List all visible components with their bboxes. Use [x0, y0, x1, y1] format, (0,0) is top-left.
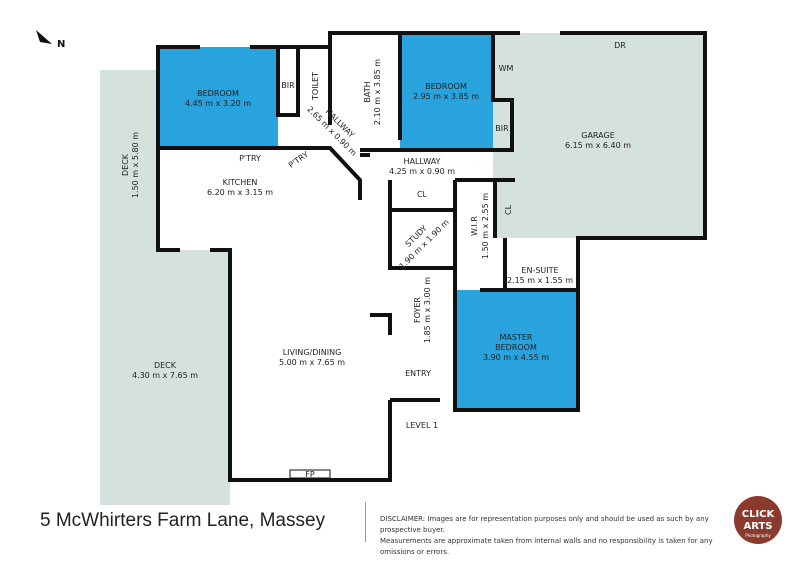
master-area — [455, 290, 578, 410]
deck-area — [100, 250, 230, 505]
svg-text:LIVING/DINING: LIVING/DINING — [283, 348, 342, 357]
svg-text:DR: DR — [614, 41, 626, 50]
svg-text:Photography: Photography — [745, 533, 771, 538]
svg-text:BIR: BIR — [495, 124, 509, 133]
svg-text:2.10 m x 3.85 m: 2.10 m x 3.85 m — [373, 59, 382, 125]
svg-text:CL: CL — [417, 190, 428, 199]
divider — [365, 502, 366, 542]
svg-text:MASTER: MASTER — [500, 333, 533, 342]
click-arts-logo: CLICK ARTS Photography — [734, 496, 782, 544]
compass-north-icon: N — [36, 30, 65, 50]
svg-text:LEVEL 1: LEVEL 1 — [406, 421, 438, 430]
svg-text:ENTRY: ENTRY — [405, 369, 431, 378]
svg-text:1.50 m x 5.80 m: 1.50 m x 5.80 m — [131, 132, 140, 198]
svg-text:DECK: DECK — [154, 361, 177, 370]
svg-text:GARAGE: GARAGE — [581, 131, 615, 140]
fireplace — [289, 469, 331, 479]
disclaimer-line-1: DISCLAIMER: Images are for representatio… — [380, 515, 709, 534]
svg-text:3.90 m x 4.55 m: 3.90 m x 4.55 m — [483, 353, 549, 362]
svg-text:FOYER: FOYER — [413, 297, 422, 323]
svg-text:FP: FP — [305, 470, 315, 479]
svg-text:1.50 m x 2.55 m: 1.50 m x 2.55 m — [481, 193, 490, 259]
svg-text:2.95 m x 3.85 m: 2.95 m x 3.85 m — [413, 92, 479, 101]
disclaimer: DISCLAIMER: Images are for representatio… — [380, 514, 730, 558]
svg-text:EN-SUITE: EN-SUITE — [521, 266, 558, 275]
svg-text:6.15 m x 6.40 m: 6.15 m x 6.40 m — [565, 141, 631, 150]
svg-text:DECK: DECK — [121, 153, 130, 176]
svg-text:4.30 m x 7.65 m: 4.30 m x 7.65 m — [132, 371, 198, 380]
disclaimer-line-2: Measurements are approximate taken from … — [380, 537, 713, 556]
svg-text:4.45 m x 3.20 m: 4.45 m x 3.20 m — [185, 99, 251, 108]
svg-text:ARTS: ARTS — [743, 521, 772, 532]
bedroom2-area — [400, 33, 493, 150]
svg-text:BIR: BIR — [281, 81, 295, 90]
bedroom1-area — [158, 47, 278, 148]
svg-text:P'TRY: P'TRY — [287, 150, 310, 170]
svg-text:CLICK: CLICK — [742, 509, 776, 520]
svg-text:4.25 m x 0.90 m: 4.25 m x 0.90 m — [389, 167, 455, 176]
svg-text:N: N — [57, 39, 65, 50]
svg-text:5.00 m x 7.65 m: 5.00 m x 7.65 m — [279, 358, 345, 367]
svg-text:KITCHEN: KITCHEN — [223, 178, 258, 187]
walls — [156, 31, 707, 482]
svg-text:CL: CL — [504, 204, 513, 215]
svg-text:TOILET: TOILET — [311, 72, 320, 101]
svg-text:2.15 m x 1.55 m: 2.15 m x 1.55 m — [507, 276, 573, 285]
svg-text:BEDROOM: BEDROOM — [425, 82, 467, 91]
svg-text:1.85 m x 3.00 m: 1.85 m x 3.00 m — [423, 277, 432, 343]
garage-area — [493, 33, 705, 238]
svg-text:P'TRY: P'TRY — [239, 154, 261, 163]
svg-text:6.20 m x 3.15 m: 6.20 m x 3.15 m — [207, 188, 273, 197]
svg-text:HALLWAY: HALLWAY — [404, 157, 441, 166]
svg-text:WM: WM — [499, 64, 514, 73]
svg-text:BEDROOM: BEDROOM — [197, 89, 239, 98]
property-address: 5 McWhirters Farm Lane, Massey — [40, 510, 326, 531]
svg-text:BEDROOM: BEDROOM — [495, 343, 537, 352]
svg-text:BATH: BATH — [363, 81, 372, 102]
svg-text:W.I.R: W.I.R — [470, 216, 479, 236]
